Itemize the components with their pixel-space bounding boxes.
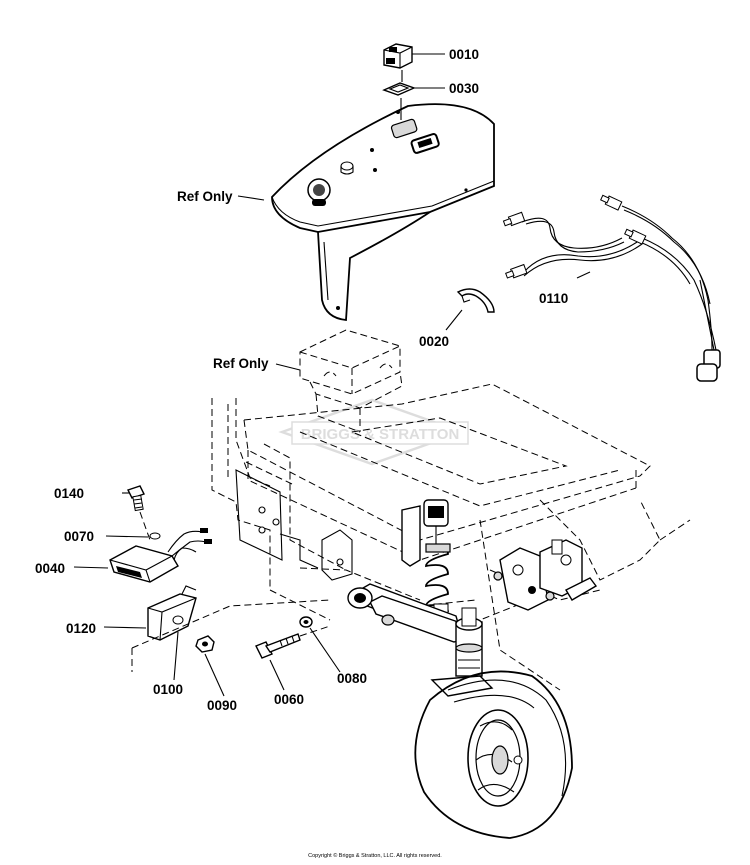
light-bracket	[147, 585, 197, 641]
leader-line	[204, 653, 225, 697]
part-label-0100: 0100	[153, 682, 183, 697]
axle-bolt	[255, 633, 301, 659]
assembly-line	[131, 599, 331, 649]
part-label-0090: 0090	[207, 698, 237, 713]
clip-part	[456, 288, 495, 313]
part-label-0010: 0010	[449, 47, 479, 62]
ref-only-label-frame: Ref Only	[213, 356, 269, 371]
leader-line	[269, 659, 285, 691]
part-label-0030: 0030	[449, 81, 479, 96]
leader-line	[105, 535, 149, 538]
part-label-0040: 0040	[35, 561, 65, 576]
part-label-0070: 0070	[64, 529, 94, 544]
leader-line	[309, 627, 341, 673]
wire-harness	[502, 194, 721, 382]
leader-line	[275, 363, 301, 371]
part-label-0140: 0140	[54, 486, 84, 501]
watermark-text: BRIGGS & STRATTON	[301, 426, 460, 443]
console-panel	[271, 103, 495, 321]
bezel-part	[382, 82, 416, 96]
part-label-0060: 0060	[274, 692, 304, 707]
part-label-0080: 0080	[337, 671, 367, 686]
spindle	[430, 607, 494, 697]
assembly-line	[299, 625, 331, 637]
leader-line	[103, 626, 147, 629]
front-wheel	[414, 670, 573, 839]
leader-line	[237, 195, 265, 201]
frame-bracket	[299, 329, 403, 433]
washer-axle	[299, 616, 313, 628]
copyright-notice: Copyright © Briggs & Stratton, LLC. All …	[308, 853, 442, 859]
part-label-0110: 0110	[539, 291, 568, 306]
part-label-0120: 0120	[66, 621, 96, 636]
bolt-part	[127, 485, 145, 512]
leader-line	[73, 566, 109, 569]
washer-part	[149, 532, 161, 540]
leader-line	[445, 309, 463, 331]
leader-line	[576, 271, 591, 279]
watermark-logo: BRIGGS & STRATTON	[278, 398, 469, 466]
leader-line	[173, 631, 179, 681]
switch-part	[383, 43, 413, 69]
assembly-line	[139, 511, 151, 541]
rear-linkage	[493, 539, 598, 611]
light-part	[109, 528, 212, 583]
nut-part	[195, 635, 215, 653]
part-label-0020: 0020	[419, 334, 449, 349]
ref-only-label-console: Ref Only	[177, 189, 233, 204]
